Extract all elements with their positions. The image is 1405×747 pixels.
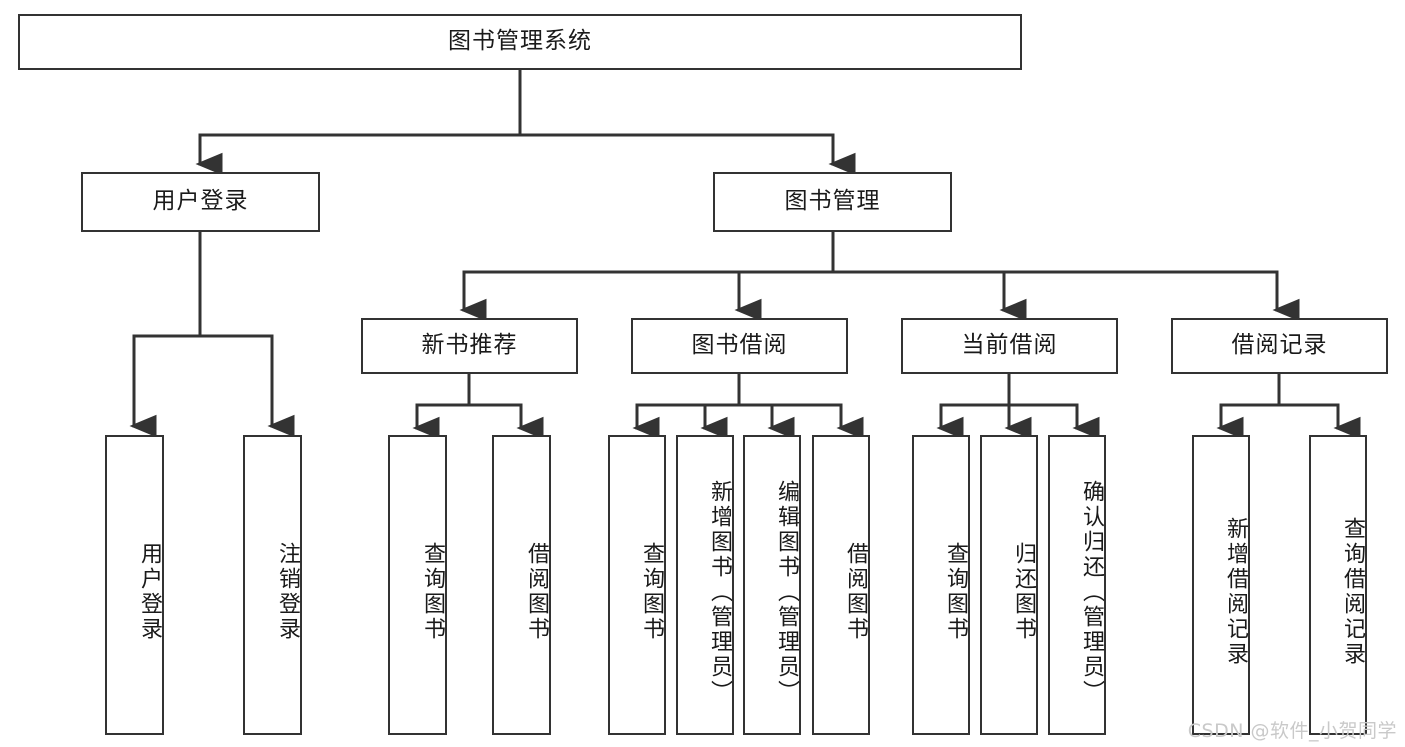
node-current-borrow[interactable]: 当前借阅 [901,318,1118,374]
node-new-book-rec-label: 新书推荐 [421,332,518,359]
node-current-borrow-label: 当前借阅 [961,332,1058,359]
node-root[interactable]: 图书管理系统 [18,14,1022,70]
leaf-logout-label: 注销登录 [275,542,300,642]
node-user-login[interactable]: 用户登录 [81,172,320,232]
leaf-user-login-label: 用户登录 [137,542,162,642]
node-borrow-record-label: 借阅记录 [1231,332,1328,359]
csdn-watermark: CSDN @软件_小贺同学 [1187,720,1397,742]
leaf-add-record-label: 新增借阅记录 [1223,517,1248,667]
leaf-borrow-book-1[interactable]: 借阅图书 [492,435,551,735]
leaf-query-book-3-label: 查询图书 [943,542,968,642]
leaf-confirm-return[interactable]: 确认归还（管理员） [1048,435,1106,735]
node-user-login-label: 用户登录 [152,188,249,215]
leaf-borrow-book-2[interactable]: 借阅图书 [812,435,870,735]
leaf-query-book-1-label: 查询图书 [420,542,445,642]
leaf-borrow-book-1-label: 借阅图书 [524,542,549,642]
leaf-return-book[interactable]: 归还图书 [980,435,1038,735]
node-borrow-record[interactable]: 借阅记录 [1171,318,1388,374]
leaf-add-book[interactable]: 新增图书（管理员） [676,435,734,735]
leaf-query-book-1[interactable]: 查询图书 [388,435,447,735]
leaf-query-book-2[interactable]: 查询图书 [608,435,666,735]
leaf-user-login[interactable]: 用户登录 [105,435,164,735]
leaf-query-record[interactable]: 查询借阅记录 [1309,435,1367,735]
leaf-return-book-label: 归还图书 [1011,542,1036,642]
node-book-manage-label: 图书管理 [784,188,881,215]
leaf-confirm-return-label: 确认归还（管理员） [1079,479,1104,705]
leaf-query-book-2-label: 查询图书 [639,542,664,642]
leaf-borrow-book-2-label: 借阅图书 [843,542,868,642]
leaf-query-record-label: 查询借阅记录 [1340,517,1365,667]
leaf-logout[interactable]: 注销登录 [243,435,302,735]
leaf-add-record[interactable]: 新增借阅记录 [1192,435,1250,735]
leaf-edit-book[interactable]: 编辑图书（管理员） [743,435,801,735]
leaf-add-book-label: 新增图书（管理员） [707,479,732,705]
node-book-manage[interactable]: 图书管理 [713,172,952,232]
node-book-borrow-label: 图书借阅 [691,332,788,359]
node-book-borrow[interactable]: 图书借阅 [631,318,848,374]
node-new-book-rec[interactable]: 新书推荐 [361,318,578,374]
leaf-query-book-3[interactable]: 查询图书 [912,435,970,735]
node-root-label: 图书管理系统 [448,28,592,55]
leaf-edit-book-label: 编辑图书（管理员） [774,479,799,705]
